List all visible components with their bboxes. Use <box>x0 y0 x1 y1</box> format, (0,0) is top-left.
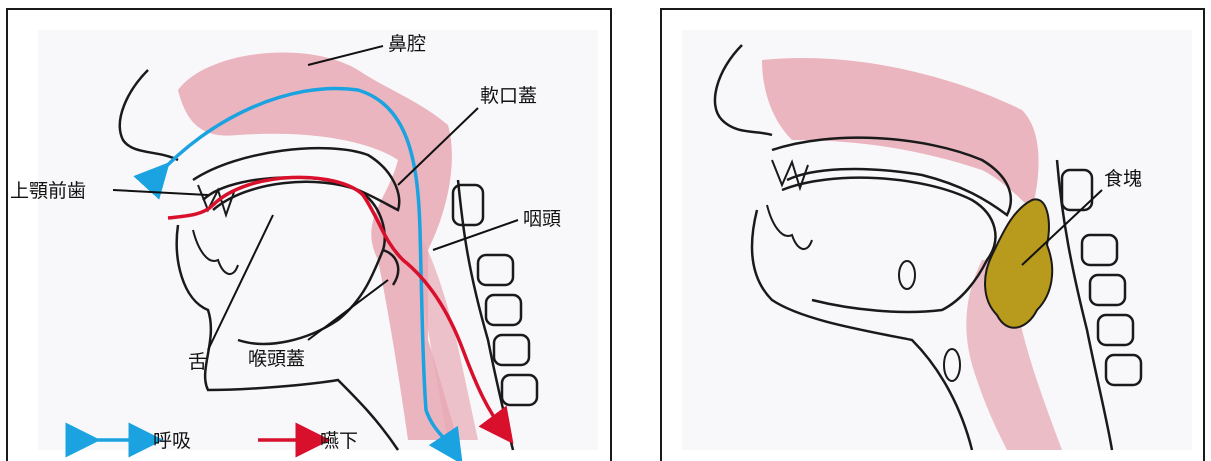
nasal-cavity-label: 鼻腔 <box>388 33 426 55</box>
pharynx-label: 咽頭 <box>523 208 561 230</box>
breathing-legend-label: 呼吸 <box>153 430 191 452</box>
soft-palate-label: 軟口蓋 <box>480 85 537 107</box>
bolus-label: 食塊 <box>1104 168 1142 190</box>
tongue-label: 舌 <box>188 351 207 373</box>
right-anatomy-diagram: 食塊 <box>662 10 1205 461</box>
left-anatomy-diagram: 鼻腔 軟口蓋 上顎前歯 咽頭 舌 喉頭蓋 呼吸 嚥下 <box>8 10 612 461</box>
upper-front-teeth-label: 上顎前歯 <box>10 180 86 202</box>
swallowing-legend-label: 嚥下 <box>320 430 358 452</box>
epiglottis-label: 喉頭蓋 <box>248 348 305 370</box>
breathing-swallowing-panel: 鼻腔 軟口蓋 上顎前歯 咽頭 舌 喉頭蓋 呼吸 嚥下 <box>6 8 612 461</box>
bolus-swallowing-panel: 食塊 <box>660 8 1205 461</box>
